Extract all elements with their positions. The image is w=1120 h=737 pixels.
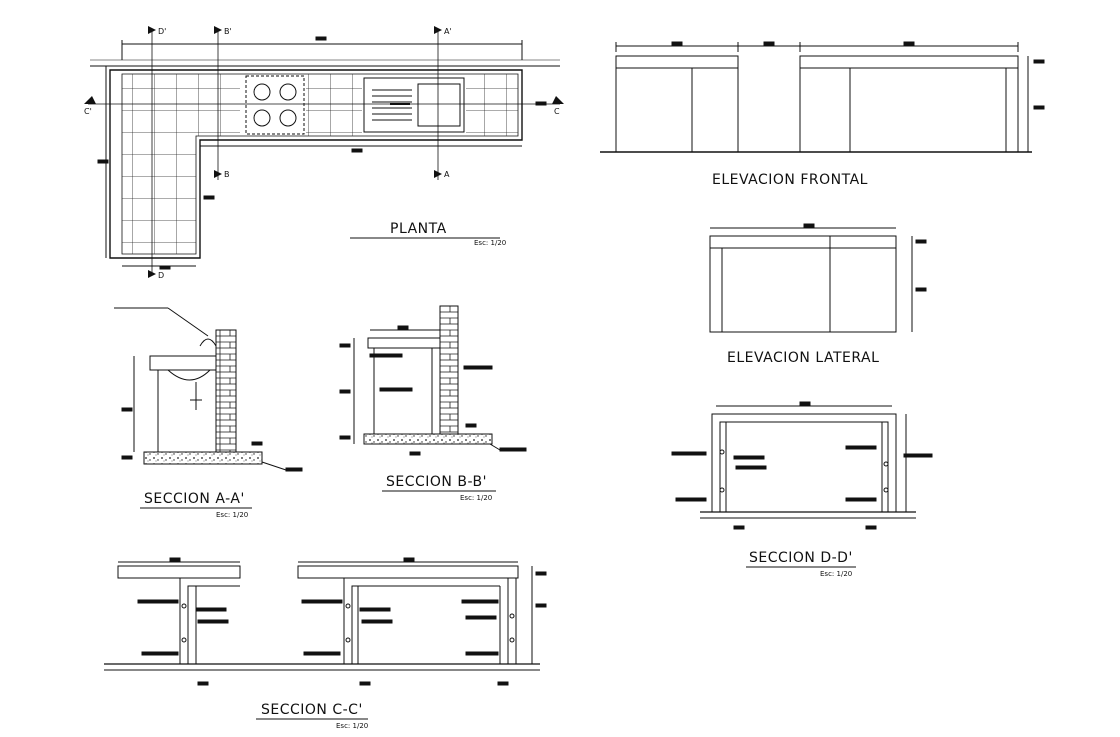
marker-label-a-top: A' — [444, 27, 452, 36]
section-aa-scale: Esc: 1/20 — [216, 511, 248, 519]
side-elevation — [709, 223, 927, 333]
marker-label-b-bottom: B — [224, 170, 230, 179]
section-c-left-marker — [84, 96, 96, 104]
section-a-top-marker — [434, 26, 442, 34]
section-aa-drawing — [114, 307, 303, 472]
plan-title: PLANTA — [390, 221, 447, 237]
plan-scale: Esc: 1/20 — [474, 239, 506, 247]
section-bb-scale: Esc: 1/20 — [460, 494, 492, 502]
marker-label-d-top: D' — [158, 27, 166, 36]
section-bb-drawing — [339, 305, 527, 456]
marker-label-b-top: B' — [224, 27, 232, 36]
section-aa-title: SECCION A-A' — [144, 491, 245, 507]
section-dd-scale: Esc: 1/20 — [820, 570, 852, 578]
section-cc-drawing — [104, 557, 547, 686]
section-b-bottom-marker — [214, 170, 222, 178]
marker-label-c-right: C — [554, 107, 560, 116]
section-a-bottom-marker — [434, 170, 442, 178]
front-elevation-title: ELEVACION FRONTAL — [712, 172, 868, 188]
section-d-bottom-marker — [148, 270, 156, 278]
section-c-right-marker — [552, 96, 564, 104]
section-bb-title: SECCION B-B' — [386, 474, 487, 490]
marker-label-a-bottom: A — [444, 170, 450, 179]
side-elevation-title: ELEVACION LATERAL — [727, 350, 879, 366]
section-d-top-marker — [148, 26, 156, 34]
marker-label-d-bottom: D — [158, 271, 164, 280]
section-cc-scale: Esc: 1/20 — [336, 722, 368, 730]
section-b-top-marker — [214, 26, 222, 34]
marker-label-c-left: C' — [84, 107, 92, 116]
section-dd-drawing — [671, 401, 933, 530]
plan-view — [88, 30, 560, 275]
section-cc-title: SECCION C-C' — [261, 702, 363, 718]
section-dd-title: SECCION D-D' — [749, 550, 853, 566]
section-markers — [84, 26, 564, 278]
front-elevation — [600, 41, 1045, 153]
